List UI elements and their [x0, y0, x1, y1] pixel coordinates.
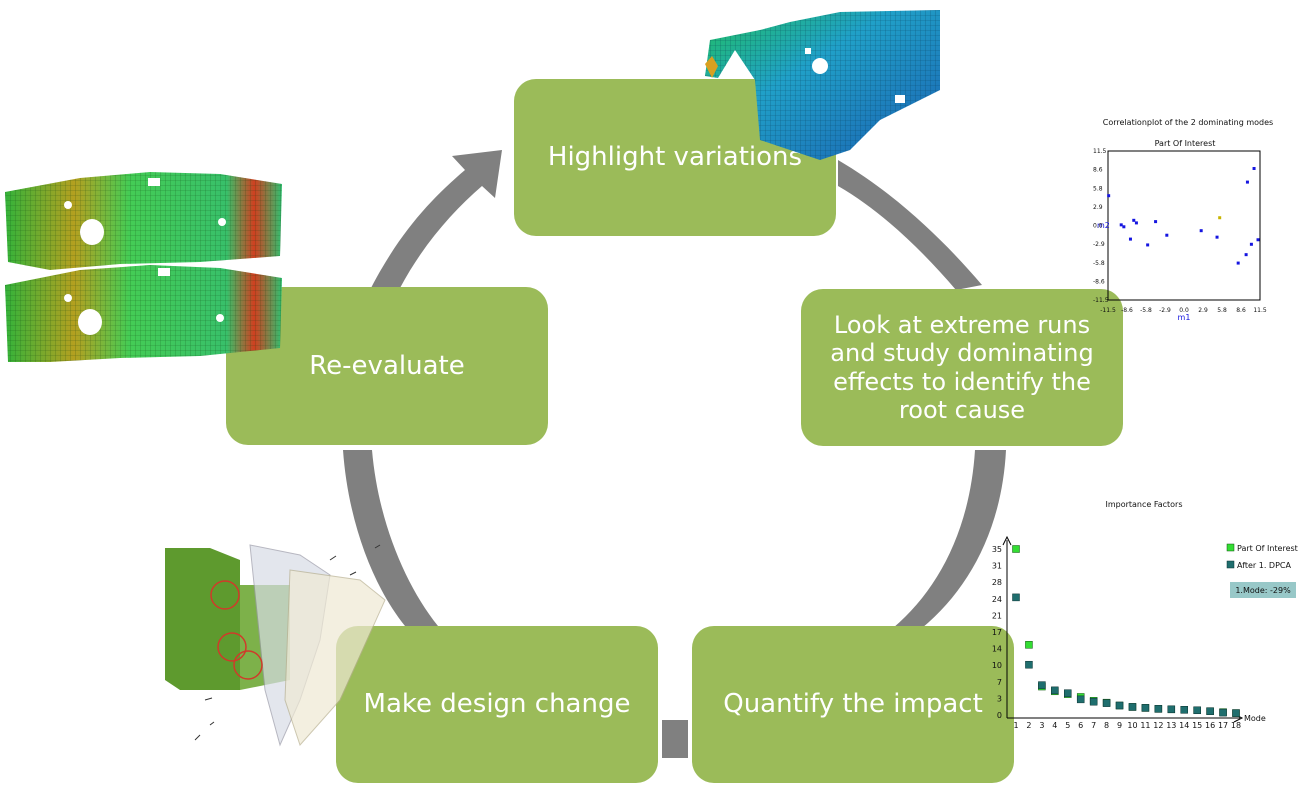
step-look-at-extreme-runs: Look at extreme runs and study dominatin…	[801, 289, 1123, 446]
step-design-label: Make design change	[363, 689, 631, 720]
step-quantify-impact: Quantify the impact	[692, 626, 1014, 783]
arrow-quantify-to-design	[662, 720, 688, 758]
step-highlight-label: Highlight variations	[547, 142, 803, 173]
step-look-label: Look at extreme runs and study dominatin…	[830, 310, 1094, 424]
arrow-design-to-reeval	[343, 450, 438, 626]
step-quantify-label: Quantify the impact	[723, 689, 983, 720]
step-make-design-change: Make design change	[336, 626, 658, 783]
step-reeval-label: Re-evaluate	[309, 350, 465, 381]
step-highlight-variations: Highlight variations	[514, 79, 836, 236]
arrow-look-to-quantify	[893, 450, 1006, 628]
step-re-evaluate: Re-evaluate	[226, 287, 548, 445]
arrow-highlight-to-look	[838, 160, 982, 290]
arrow-reeval-to-highlight	[371, 150, 502, 288]
